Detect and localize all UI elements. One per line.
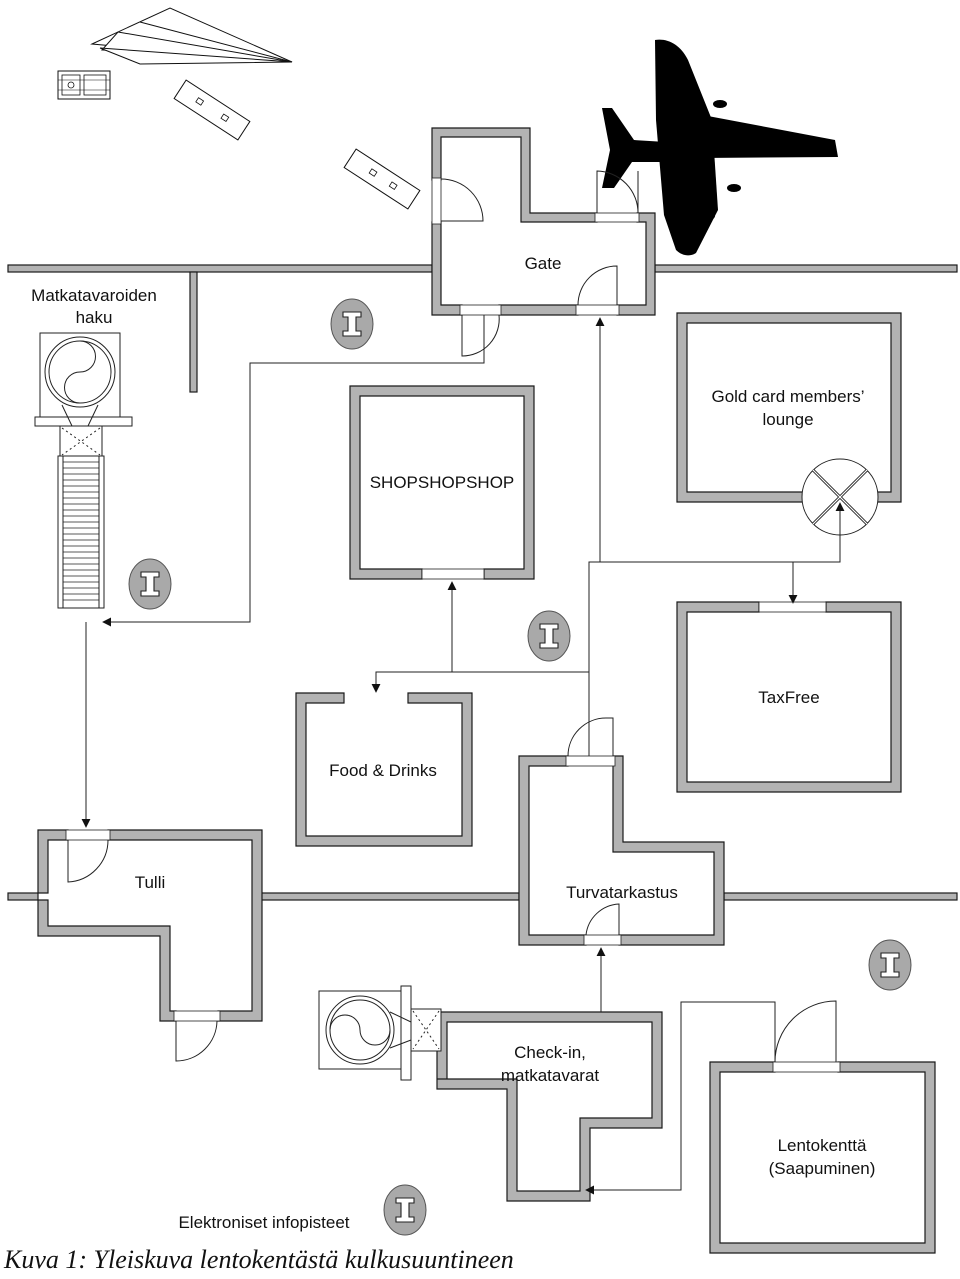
shop-door xyxy=(421,568,485,580)
service-vehicle-1 xyxy=(173,79,251,141)
gold-lounge-room xyxy=(676,312,902,536)
flow-arrivals-to-checkin xyxy=(585,1001,776,1195)
flow-security-to-gate xyxy=(588,317,605,756)
customs-exit-door xyxy=(173,1010,221,1062)
info-kiosk-icon[interactable] xyxy=(383,1184,427,1236)
baggage-carousel-icon xyxy=(34,332,133,457)
paper-plane-icon xyxy=(90,7,293,65)
info-points-label: Elektroniset infopisteet xyxy=(178,1213,349,1232)
revolving-door-icon xyxy=(801,458,879,536)
flow-to-lounge xyxy=(600,502,845,563)
flow-gate-to-baggage xyxy=(102,315,485,627)
food-drinks-label: Food & Drinks xyxy=(329,761,437,780)
gate-side-door xyxy=(431,177,484,225)
partition-wall xyxy=(189,271,198,393)
service-vehicle-2 xyxy=(343,148,421,210)
taxfree-label: TaxFree xyxy=(758,688,819,707)
divider-wall-right xyxy=(723,892,958,901)
taxfree-door xyxy=(758,601,827,613)
terminal-outer-wall-left xyxy=(7,264,433,273)
baggage-cart-icon xyxy=(57,70,111,100)
arrivals-door xyxy=(772,1000,841,1073)
customs-room xyxy=(37,829,263,1062)
gate-entry-door xyxy=(575,265,620,316)
arrivals-label-line1: Lentokenttä xyxy=(778,1136,867,1155)
terminal-outer-wall-right xyxy=(654,264,958,273)
customs-entry-door xyxy=(65,829,111,883)
gold-lounge-label-line1: Gold card members’ xyxy=(711,387,864,406)
security-room xyxy=(518,717,725,946)
flow-arrows xyxy=(81,315,845,1195)
arrivals-room xyxy=(709,1000,936,1254)
checkin-room xyxy=(436,1011,663,1202)
checkin-carousel-icon xyxy=(318,985,442,1081)
info-kiosk-icon[interactable] xyxy=(527,610,571,662)
gate-boarding-door xyxy=(594,170,640,223)
info-kiosk-icon[interactable] xyxy=(128,558,172,610)
airplane-icon xyxy=(602,39,838,256)
baggage-conveyor-belt xyxy=(57,455,105,609)
flow-to-food xyxy=(371,671,589,693)
security-entry-door xyxy=(583,903,622,946)
divider-wall-middle xyxy=(260,892,520,901)
gate-room xyxy=(431,127,656,357)
security-exit-door xyxy=(565,717,616,767)
info-kiosk-icon[interactable] xyxy=(330,298,374,350)
baggage-claim-label-line2: haku xyxy=(76,308,113,327)
food-drinks-room xyxy=(295,692,473,847)
figure-caption: Kuva 1: Yleiskuva lentokentästä kulkusuu… xyxy=(4,1245,514,1274)
customs-wall-left xyxy=(7,892,39,901)
info-kiosk-icon[interactable] xyxy=(868,939,912,991)
gate-lower-door xyxy=(459,304,502,357)
gate-label: Gate xyxy=(525,254,562,273)
customs-label: Tulli xyxy=(135,873,166,892)
gold-lounge-label-line2: lounge xyxy=(762,410,813,429)
security-label: Turvatarkastus xyxy=(566,883,678,902)
shop-label: SHOPSHOPSHOP xyxy=(370,473,515,492)
baggage-claim-label-line1: Matkatavaroiden xyxy=(31,286,157,305)
arrivals-label-line2: (Saapuminen) xyxy=(769,1159,876,1178)
checkin-label-line1: Check-in, xyxy=(514,1043,586,1062)
shop-room xyxy=(349,385,535,580)
checkin-label-line2: matkatavarat xyxy=(501,1066,600,1085)
